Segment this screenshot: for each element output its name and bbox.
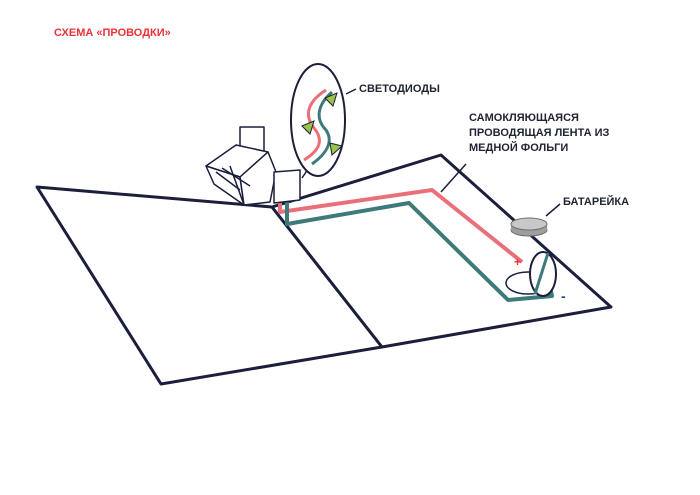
tape-label-line3: МЕДНОЙ ФОЛЬГИ bbox=[469, 141, 568, 154]
led-callout-negative-wire bbox=[311, 90, 334, 166]
led-bottom bbox=[329, 142, 344, 156]
led-middle bbox=[301, 120, 315, 135]
tape-label-arrow bbox=[440, 163, 467, 193]
led-callout-positive-wire bbox=[303, 88, 327, 162]
battery-label: БАТАРЕЙКА bbox=[563, 195, 629, 208]
battery-label-arrow bbox=[545, 203, 561, 217]
minus-sign: - bbox=[561, 288, 566, 304]
popup-element bbox=[205, 126, 301, 206]
leds-label: СВЕТОДИОДЫ bbox=[359, 83, 440, 95]
plus-sign: + bbox=[514, 255, 521, 269]
positive-tape-wire bbox=[278, 188, 524, 264]
tape-label-line2: ПРОВОДЯЩАЯ ЛЕНТА ИЗ bbox=[469, 127, 610, 139]
battery-pocket bbox=[529, 251, 557, 297]
negative-tape-wire bbox=[285, 201, 554, 302]
diagram-title: СХЕМА «ПРОВОДКИ» bbox=[54, 27, 171, 39]
tape-label-line1: САМОКЛЯЮЩАЯСЯ bbox=[469, 112, 579, 124]
leds-label-arrow bbox=[345, 88, 357, 95]
led-top bbox=[324, 92, 338, 107]
battery-icon bbox=[510, 217, 548, 237]
battery-pocket-contact bbox=[533, 252, 550, 295]
